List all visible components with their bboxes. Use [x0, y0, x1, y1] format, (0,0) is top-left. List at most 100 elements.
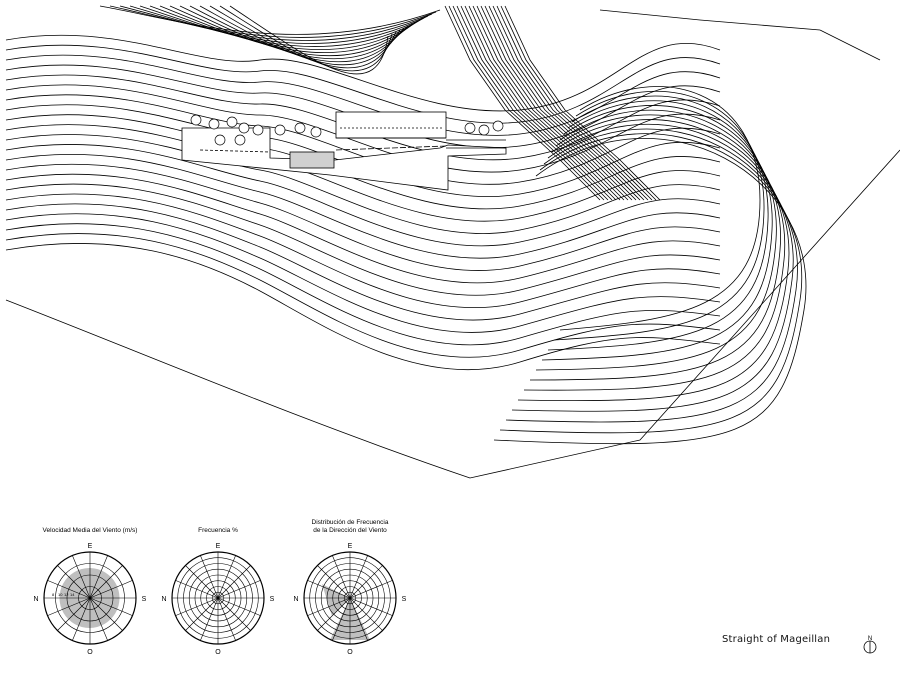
rose-spoke	[185, 565, 219, 599]
contour-line	[5, 44, 721, 124]
contour-line	[517, 119, 790, 402]
rose-spoke	[317, 565, 351, 599]
tree-symbol	[310, 126, 322, 138]
rose-spoke	[307, 580, 351, 599]
rose-spoke	[217, 565, 251, 599]
contour-line	[5, 153, 721, 259]
rose-spoke	[47, 580, 91, 599]
rose-spoke	[317, 597, 351, 631]
contour-line	[159, 5, 417, 53]
tree-symbol	[214, 134, 226, 146]
contour-line	[492, 5, 649, 201]
tree-symbol	[294, 122, 306, 134]
contour-line	[460, 5, 617, 201]
wind-rose-title: Velocidad Media del Viento (m/s)	[43, 527, 138, 534]
tree-symbol	[274, 124, 286, 136]
tree-symbol	[226, 116, 238, 128]
rose-spoke	[349, 597, 368, 641]
rose-spoke	[89, 597, 123, 631]
direction-label: E	[216, 543, 221, 550]
rose-spoke	[72, 597, 91, 641]
stair-hatch	[289, 151, 335, 169]
rose-spoke	[349, 597, 383, 631]
rose-spoke	[332, 555, 351, 599]
contour-line	[5, 203, 721, 321]
contour-line	[5, 173, 721, 284]
contour-line	[496, 5, 653, 201]
terrain-contours	[5, 5, 900, 479]
rose-spoke	[307, 597, 351, 616]
direction-label: E	[348, 543, 353, 550]
rose-spoke	[89, 565, 123, 599]
building-upper-block	[335, 111, 447, 139]
contour-line	[529, 109, 781, 381]
contour-line	[5, 233, 721, 358]
rose-spoke	[89, 580, 133, 599]
rose-spoke	[89, 555, 108, 599]
rose-spoke	[217, 555, 236, 599]
direction-label: N	[161, 596, 166, 603]
tree-symbol	[234, 134, 246, 146]
rose-spoke	[175, 597, 219, 616]
rose-spoke	[349, 597, 393, 616]
contour-line	[5, 213, 721, 333]
rose-spoke	[89, 597, 108, 641]
direction-label: S	[270, 596, 275, 603]
contour-line	[480, 5, 637, 201]
direction-label: O	[215, 649, 221, 656]
direction-label: N	[33, 596, 38, 603]
tree-symbol	[252, 124, 264, 136]
direction-label: E	[88, 543, 93, 550]
contour-line	[99, 5, 441, 35]
rose-spoke	[57, 597, 91, 631]
contour-line	[511, 123, 794, 412]
tree-symbol	[492, 120, 504, 132]
building-plan	[181, 111, 507, 191]
north-arrow-icon: N	[863, 636, 877, 654]
wind-rose-title: Frecuencia %	[198, 527, 238, 534]
contour-line	[456, 5, 613, 201]
wind-rose-title: Distribución de Frecuencia	[312, 519, 389, 526]
ring-scale-label: 14	[70, 592, 75, 597]
contour-line	[5, 114, 721, 210]
contour-line	[119, 5, 433, 41]
direction-label: O	[87, 649, 93, 656]
tree-symbol	[464, 122, 476, 134]
direction-label: S	[402, 596, 407, 603]
contour-line	[504, 5, 661, 201]
rose-spoke	[349, 580, 393, 599]
contour-line	[484, 5, 641, 201]
contour-line	[559, 86, 761, 331]
contour-line	[448, 5, 605, 201]
contour-line	[5, 223, 721, 346]
tree-symbol	[478, 124, 490, 136]
contour-line	[452, 5, 609, 201]
contour-line	[505, 128, 798, 423]
direction-label: O	[347, 649, 353, 656]
ring-scale-label: 12	[64, 592, 69, 597]
contour-line	[535, 105, 777, 371]
rose-spoke	[332, 597, 351, 641]
contour-line	[500, 5, 657, 201]
contour-line	[169, 5, 413, 57]
contour-line	[493, 137, 807, 445]
contour-line	[189, 5, 405, 63]
contour-line	[553, 91, 765, 341]
contour-line	[472, 5, 629, 201]
ring-scale-label: 8	[52, 592, 55, 597]
contour-line	[499, 133, 803, 434]
contour-line	[599, 9, 821, 31]
rose-spoke	[349, 555, 368, 599]
contour-line	[5, 183, 721, 296]
contour-line	[129, 5, 429, 44]
rose-spoke	[57, 565, 91, 599]
contour-line	[464, 5, 621, 201]
rose-spoke	[200, 555, 219, 599]
ring-scale-label: 10	[58, 592, 63, 597]
rose-spoke	[217, 597, 236, 641]
rose-spoke	[72, 555, 91, 599]
tree-symbols	[190, 114, 504, 146]
contour-line	[5, 54, 721, 136]
tree-symbol	[190, 114, 202, 126]
